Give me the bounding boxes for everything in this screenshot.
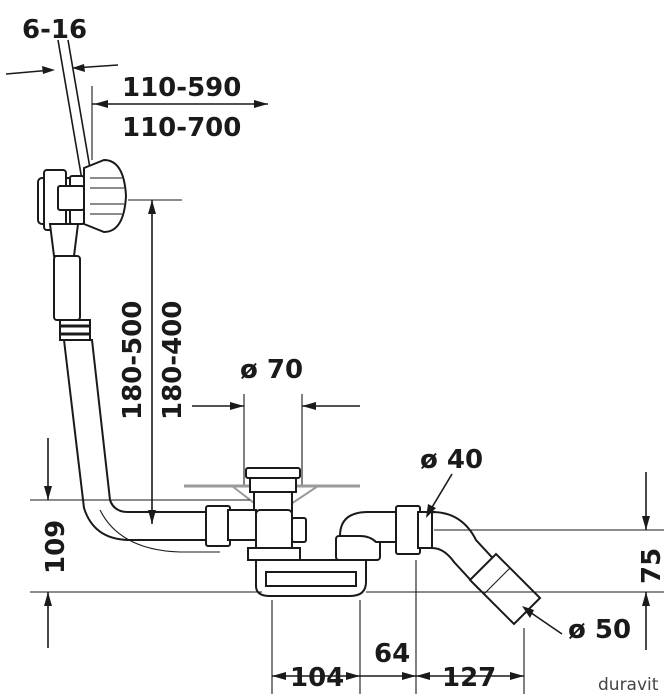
overflow-offset-b-label: 110-700 — [122, 113, 241, 143]
wall-thickness-label: 6-16 — [22, 15, 87, 45]
overflow-offset-a-label: 110-590 — [122, 73, 241, 103]
drain-diameter-label: ø 70 — [240, 355, 303, 385]
width-a-label: 104 — [290, 663, 344, 693]
width-c-label: 127 — [442, 663, 496, 693]
outlet-diameter-label: ø 40 — [420, 445, 483, 475]
outlet-height-label: 75 — [637, 548, 667, 584]
height-range-a-label: 180-500 — [118, 301, 148, 420]
width-b-label: 64 — [374, 639, 410, 669]
outlet-assembly — [395, 505, 542, 626]
trap-height-label: 109 — [41, 520, 71, 574]
tub-wall-outer — [57, 39, 83, 181]
drain-body — [205, 467, 401, 597]
brand-logo: duravit — [598, 675, 659, 695]
height-range-b-label: 180-400 — [158, 301, 188, 420]
overflow-head — [37, 158, 128, 257]
tub-wall-inner — [67, 39, 93, 181]
pipe-diameter-label: ø 50 — [568, 615, 631, 645]
